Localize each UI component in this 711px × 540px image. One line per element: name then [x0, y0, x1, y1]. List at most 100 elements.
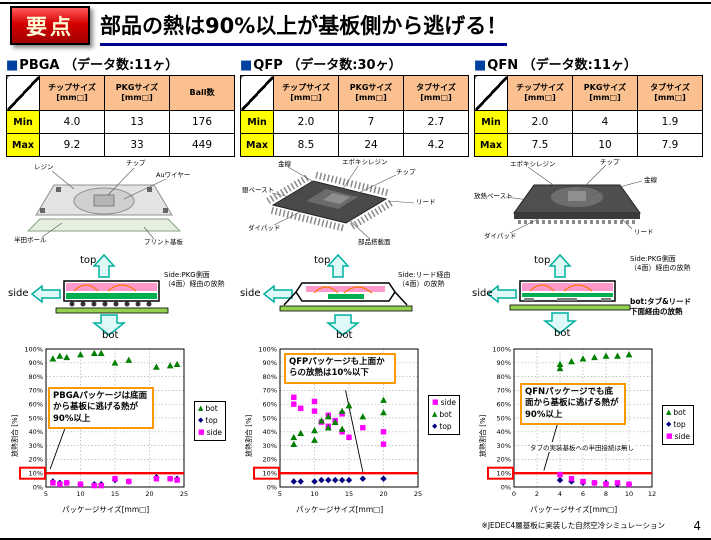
triangle-marker-icon: ▲: [198, 404, 204, 413]
cell-value: 9.2: [39, 133, 105, 157]
cell-value: 4.0: [39, 110, 105, 134]
cell-value: 2.0: [507, 110, 573, 134]
svg-text:0%: 0%: [33, 483, 43, 491]
qfp-cross-section-graphic: [262, 253, 413, 336]
pbga-name: PBGA: [19, 58, 60, 73]
illustration-label: 金線: [644, 176, 657, 184]
svg-text:15: 15: [345, 490, 353, 498]
bot-arrow-label: bot: [336, 330, 353, 341]
square-marker-icon: ■: [432, 398, 439, 407]
cell-value: 7.5: [507, 133, 573, 157]
cell-value: 13: [104, 110, 170, 134]
pbga-cross-section: top side bot Side:PKG側面 （4面）経由の放熱: [4, 253, 238, 343]
col-header-pkg-size: PKGサイズ [mm□]: [104, 75, 170, 111]
chart-legend: ■side▲bot◆top: [428, 395, 460, 435]
package-columns: ■PBGA （データ数:11ヶ） チップサイズ [mm□] PKGサイズ [mm…: [4, 52, 707, 523]
bullet-icon: ■: [6, 58, 19, 73]
x-axis-label: パッケージサイズ[mm□]: [296, 505, 384, 514]
illustration-label: チップ: [600, 158, 620, 166]
diamond-marker-icon: ◆: [198, 416, 204, 425]
svg-text:10%: 10%: [263, 470, 277, 478]
pbga-package-graphic: [26, 167, 182, 240]
table-row: Max 8.5 24 4.2: [240, 133, 469, 157]
qfp-illustration: 金線 エポキシレジン チップ リード 銀ペースト ダイパッド 部品搭載面: [238, 159, 472, 253]
table-row: Max 9.2 33 449: [6, 133, 235, 157]
svg-text:60%: 60%: [263, 401, 277, 409]
svg-text:5: 5: [278, 490, 282, 498]
cell-value: 176: [169, 110, 235, 134]
pbga-heading: ■PBGA （データ数:11ヶ）: [6, 54, 238, 73]
bot-arrow-label: bot: [554, 328, 571, 339]
illustration-label: チップ: [396, 168, 416, 176]
svg-text:70%: 70%: [497, 387, 511, 395]
side-heat-note: Side:リード経由 （4面）の放熱: [398, 271, 451, 289]
max-label: Max: [240, 133, 274, 157]
svg-text:6: 6: [581, 490, 585, 498]
col-header-tab-size: タブサイズ [mm□]: [637, 75, 703, 111]
svg-text:70%: 70%: [263, 387, 277, 395]
bullet-icon: ■: [240, 58, 253, 73]
col-header-chip-size: チップサイズ [mm□]: [39, 75, 105, 111]
qfn-name: QFN: [487, 58, 519, 73]
cell-value: 449: [169, 133, 235, 157]
qfn-callout: QFNパッケージでも底面から基板に逃げる熱が90%以上: [520, 383, 626, 426]
legend-item-top: ◆top: [666, 420, 686, 429]
svg-text:20%: 20%: [497, 456, 511, 464]
qfp-package-graphic: [266, 165, 415, 240]
qfn-heading: ■QFN （データ数:11ヶ）: [474, 54, 706, 73]
cell-value: 7: [338, 110, 404, 134]
max-label: Max: [474, 133, 508, 157]
cell-value: 2.7: [403, 110, 469, 134]
svg-text:80%: 80%: [497, 373, 511, 381]
illustration-label: エポキシレジン: [342, 158, 388, 166]
svg-text:50%: 50%: [29, 414, 43, 422]
side-heat-note: Side:PKG側面 （4面）経由の放熱: [630, 255, 691, 273]
min-label: Min: [474, 110, 508, 134]
svg-text:25: 25: [180, 490, 188, 498]
qfn-spec-table: チップサイズ [mm□] PKGサイズ [mm□] タブサイズ [mm□] Mi…: [474, 75, 703, 157]
legend-item-side: ■side: [198, 428, 222, 437]
pbga-cross-section-graphic: [30, 253, 169, 336]
triangle-marker-icon: ▲: [666, 408, 672, 417]
col-header-ball-count: Ball数: [169, 75, 235, 111]
legend-item-bot: ▲bot: [198, 404, 218, 413]
pbga-column: ■PBGA （データ数:11ヶ） チップサイズ [mm□] PKGサイズ [mm…: [4, 52, 238, 523]
table-row: Min 4.0 13 176: [6, 110, 235, 134]
x-axis-label: パッケージサイズ[mm□]: [62, 505, 150, 514]
svg-text:60%: 60%: [497, 401, 511, 409]
pbga-callout: PBGAパッケージは底面から基板に逃げる熱が90%以上: [48, 387, 154, 430]
corner-cell: [474, 75, 508, 111]
svg-text:50%: 50%: [263, 414, 277, 422]
illustration-label: ダイパッド: [248, 224, 281, 232]
svg-text:15: 15: [111, 490, 119, 498]
svg-text:20%: 20%: [29, 456, 43, 464]
col-header-pkg-size: PKGサイズ [mm□]: [338, 75, 404, 111]
side-arrow-label: side: [472, 288, 493, 299]
triangle-marker-icon: ▲: [432, 410, 438, 419]
pbga-illustration: レジン チップ Auワイヤー 半田ボール プリント基板: [4, 159, 238, 253]
min-label: Min: [240, 110, 274, 134]
svg-text:90%: 90%: [497, 359, 511, 367]
qfp-chart: 放熱割合 [%] 0%10%20%30%40%50%60%70%80%90%10…: [238, 345, 472, 523]
bot-heat-note: bot:タブ&リード 下面経由の放熱: [630, 297, 692, 316]
qfn-count: （データ数:11ヶ）: [522, 58, 637, 73]
svg-text:10%: 10%: [29, 470, 43, 478]
svg-text:100%: 100%: [24, 345, 43, 353]
page-number: 4: [693, 519, 701, 533]
svg-text:80%: 80%: [263, 373, 277, 381]
top-arrow-label: top: [314, 255, 331, 266]
svg-text:40%: 40%: [29, 428, 43, 436]
qfn-illustration: エポキシレジン チップ 金線 放熱ペースト ダイパッド リード: [472, 159, 706, 253]
legend-item-bot: ▲bot: [432, 410, 452, 419]
diamond-marker-icon: ◆: [432, 422, 438, 431]
legend-item-side: ■side: [666, 432, 690, 441]
max-label: Max: [6, 133, 40, 157]
cell-value: 4: [572, 110, 638, 134]
square-marker-icon: ■: [666, 432, 673, 441]
cell-value: 7.9: [637, 133, 703, 157]
